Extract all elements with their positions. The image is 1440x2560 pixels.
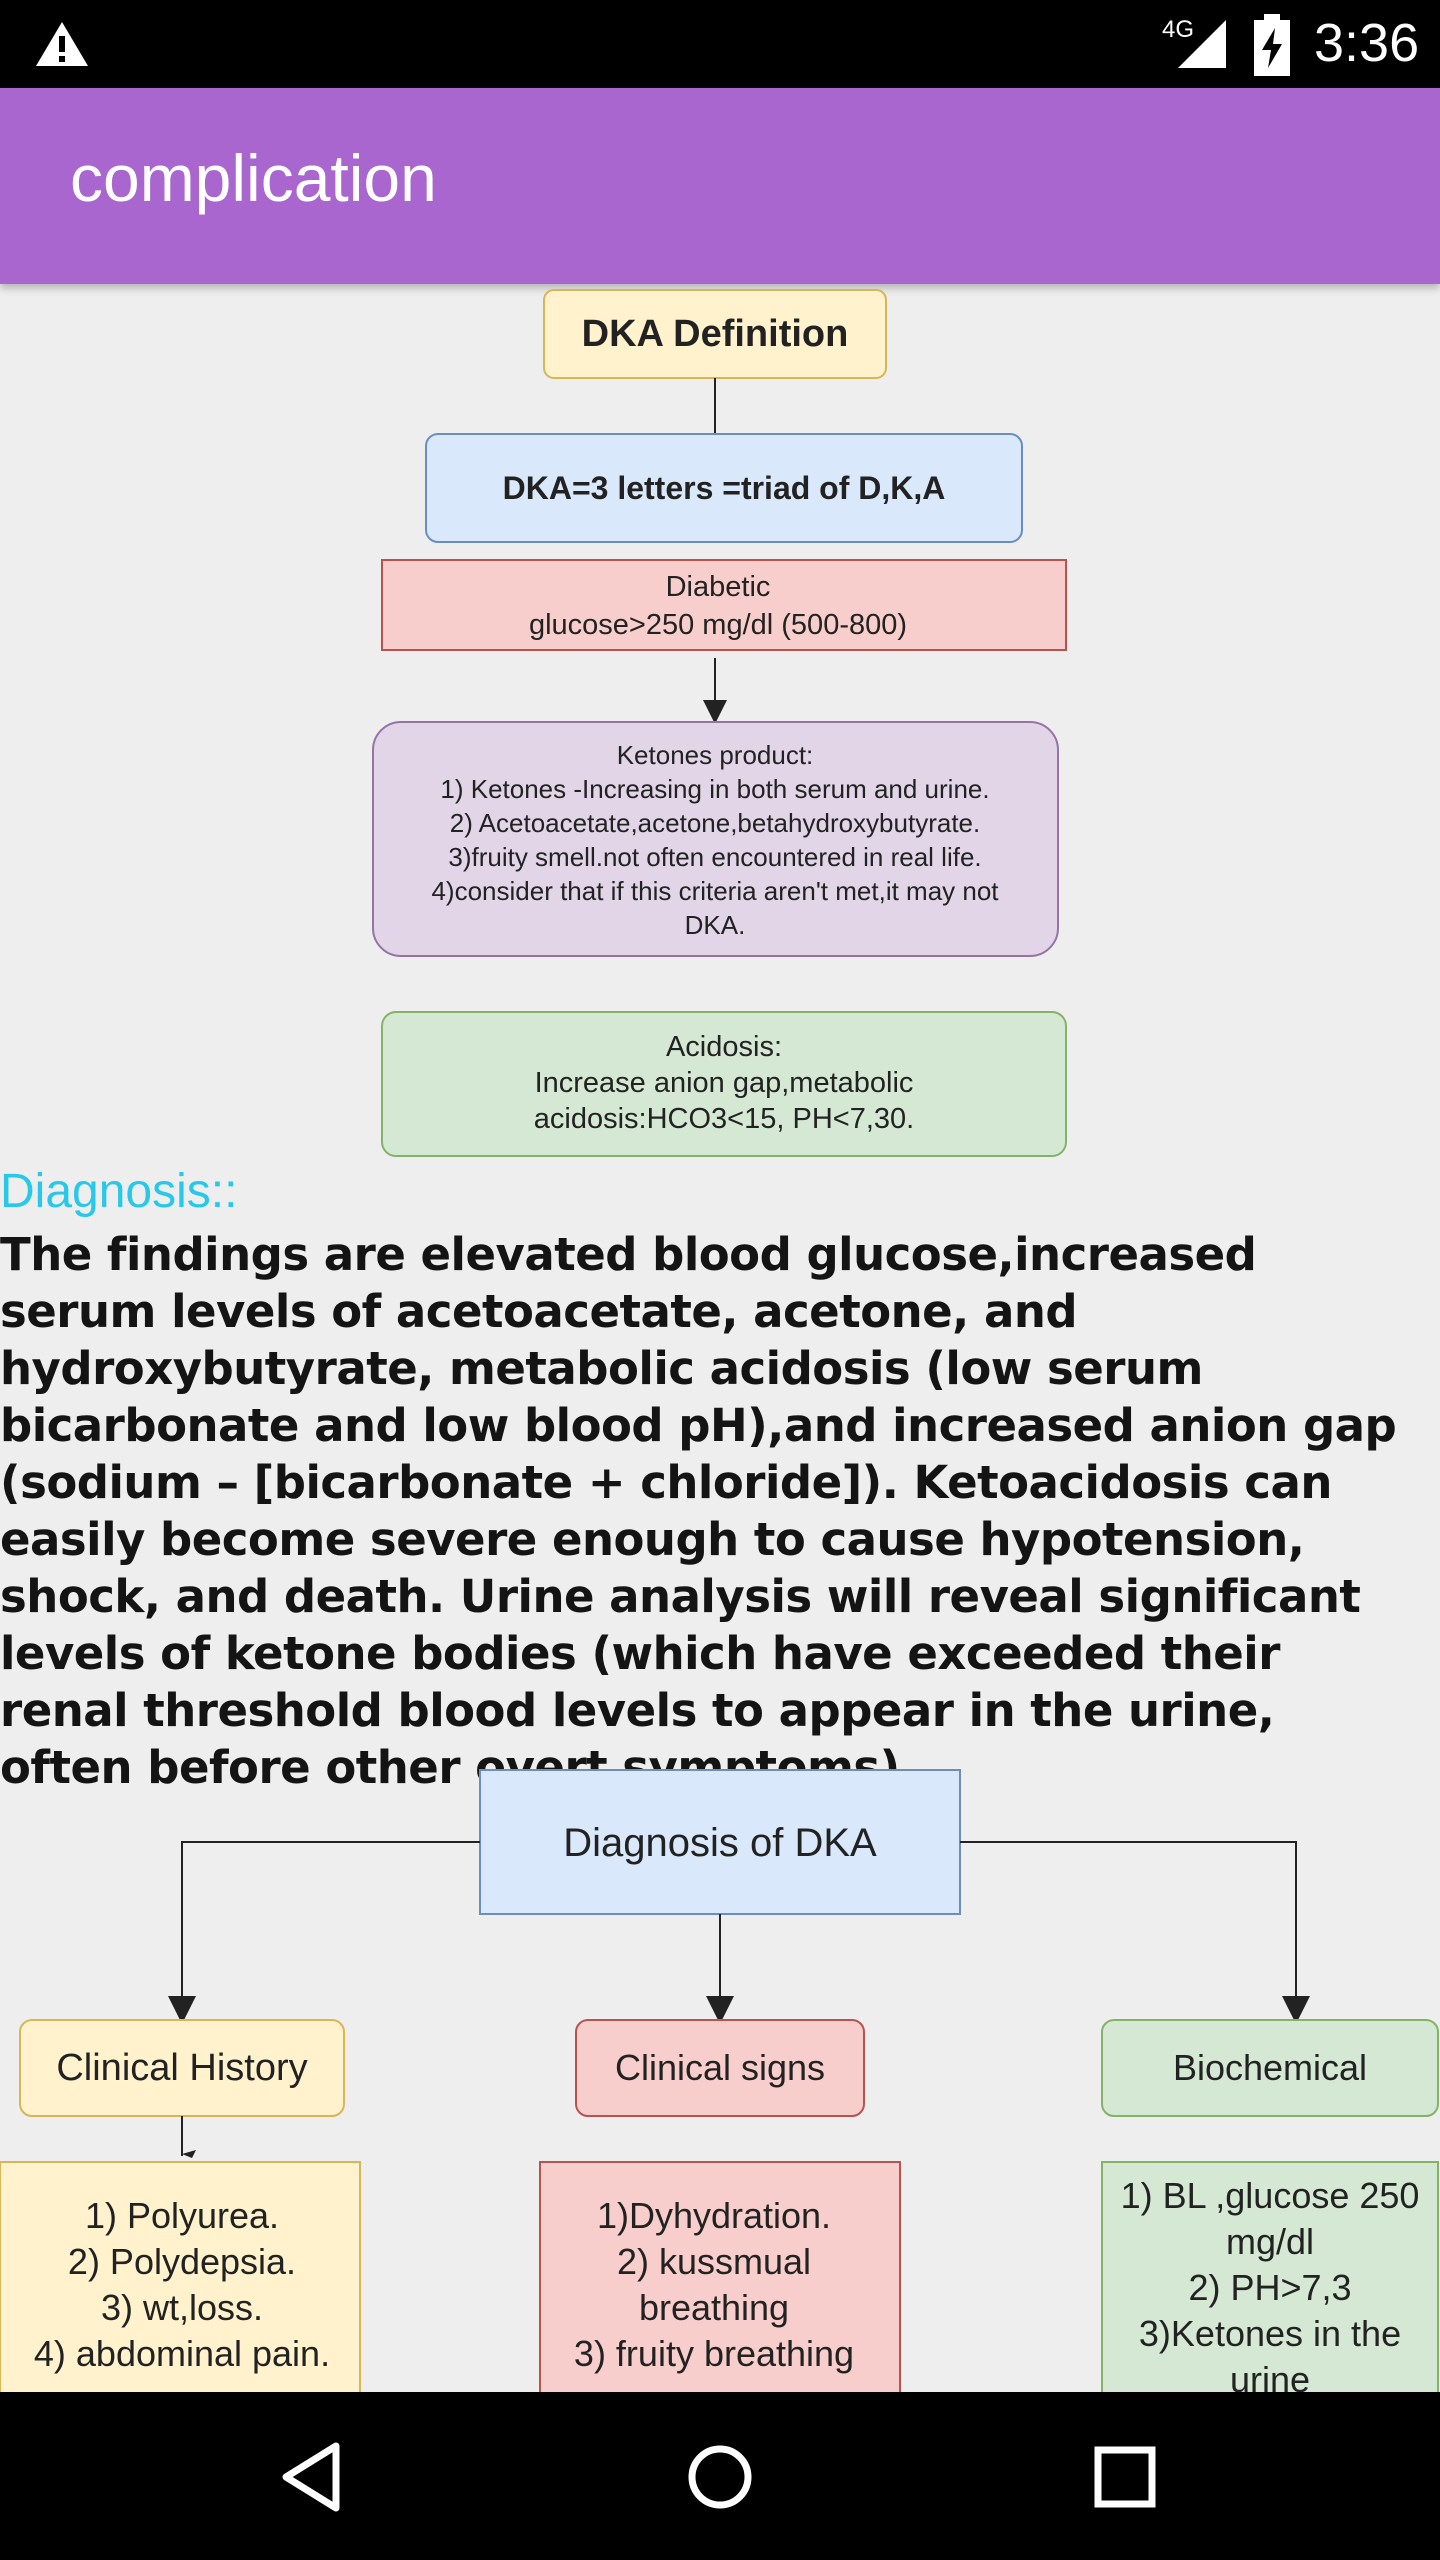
status-time: 3:36 bbox=[1314, 13, 1420, 73]
warning-icon bbox=[36, 22, 88, 66]
diagnosis-body-text: The findings are elevated blood glucose,… bbox=[0, 1228, 1397, 1794]
clinical-signs-item-4: 3) fruity breathing bbox=[574, 2333, 854, 2374]
biochemical-item-3: 2) PH>7,3 bbox=[1188, 2267, 1351, 2308]
home-icon[interactable] bbox=[675, 2432, 765, 2522]
battery-charging-icon bbox=[1254, 14, 1290, 76]
branch-biochemical: Biochemical 1) BL ,glucose 250 mg/dl 2) … bbox=[1101, 2019, 1439, 2392]
page-title: complication bbox=[70, 141, 437, 215]
ketones-box: Ketones product: 1) Ketones -Increasing … bbox=[372, 721, 1059, 957]
acidosis-box: Acidosis: Increase anion gap,metabolic a… bbox=[381, 1011, 1067, 1157]
clinical-signs-item-1: 1)Dyhydration. bbox=[597, 2195, 831, 2236]
clinical-history-title: Clinical History bbox=[56, 2047, 307, 2089]
clinical-history-item-2: 2) Polydepsia. bbox=[68, 2241, 296, 2282]
clinical-signs-title: Clinical signs bbox=[615, 2047, 825, 2088]
content-scroll-area[interactable]: DKA Definition DKA=3 letters =triad of D… bbox=[0, 284, 1440, 2392]
biochemical-item-5: urine bbox=[1230, 2359, 1310, 2392]
biochemical-item-1: 1) BL ,glucose 250 bbox=[1121, 2175, 1420, 2216]
acidosis-line-1: Acidosis: bbox=[666, 1031, 782, 1063]
ketones-line-2: 1) Ketones -Increasing in both serum and… bbox=[440, 774, 989, 804]
ketones-line-1: Ketones product: bbox=[617, 740, 814, 770]
signal-icon bbox=[1178, 20, 1226, 68]
definition-title-box: DKA Definition bbox=[543, 289, 887, 379]
diabetic-line-2: glucose>250 mg/dl (500-800) bbox=[529, 609, 907, 641]
navigation-bar bbox=[0, 2392, 1440, 2560]
ketones-line-4: 3)fruity smell.not often encountered in … bbox=[448, 842, 981, 872]
diagnosis-heading: Diagnosis:: bbox=[0, 1165, 238, 1218]
acidosis-line-2: Increase anion gap,metabolic bbox=[535, 1067, 914, 1099]
clinical-history-item-1: 1) Polyurea. bbox=[85, 2195, 279, 2236]
network-type-label: 4G bbox=[1162, 16, 1195, 43]
diagnosis-root-box: Diagnosis of DKA bbox=[479, 1769, 961, 1915]
back-icon[interactable] bbox=[270, 2432, 360, 2522]
clinical-history-item-4: 4) abdominal pain. bbox=[34, 2333, 330, 2374]
ketones-line-6: DKA. bbox=[685, 910, 746, 940]
biochemical-title: Biochemical bbox=[1173, 2047, 1367, 2088]
diabetic-box: Diabetic glucose>250 mg/dl (500-800) bbox=[381, 559, 1067, 651]
clinical-signs-item-2: 2) kussmual bbox=[617, 2241, 811, 2282]
triad-text: DKA=3 letters =triad of D,K,A bbox=[503, 470, 946, 506]
diagnosis-root-text: Diagnosis of DKA bbox=[563, 1821, 877, 1865]
ketones-line-3: 2) Acetoacetate,acetone,betahydroxybutyr… bbox=[450, 808, 980, 838]
clinical-signs-item-3: breathing bbox=[639, 2287, 789, 2328]
clinical-history-item-3: 3) wt,loss. bbox=[101, 2287, 263, 2328]
diabetic-line-1: Diabetic bbox=[666, 571, 771, 603]
recents-icon[interactable] bbox=[1080, 2432, 1170, 2522]
biochemical-item-4: 3)Ketones in the bbox=[1139, 2313, 1401, 2354]
biochemical-item-2: mg/dl bbox=[1226, 2221, 1314, 2262]
app-bar: complication bbox=[0, 88, 1440, 284]
branch-clinical-signs: Clinical signs 1)Dyhydration. 2) kussmua… bbox=[539, 2019, 901, 2392]
ketones-line-5: 4)consider that if this criteria aren't … bbox=[431, 876, 999, 906]
triad-box: DKA=3 letters =triad of D,K,A bbox=[425, 433, 1023, 543]
branch-clinical-history: Clinical History 1) Polyurea. 2) Polydep… bbox=[0, 2019, 361, 2392]
definition-title: DKA Definition bbox=[582, 313, 849, 355]
status-bar: 4G 3:36 bbox=[0, 0, 1440, 88]
acidosis-line-3: acidosis:HCO3<15, PH<7,30. bbox=[534, 1103, 914, 1135]
dka-definition-diagram: DKA Definition DKA=3 letters =triad of D… bbox=[372, 289, 1067, 1157]
diagnosis-of-dka-diagram: Diagnosis of DKA Clinical History 1) Pol… bbox=[0, 1769, 1439, 2392]
